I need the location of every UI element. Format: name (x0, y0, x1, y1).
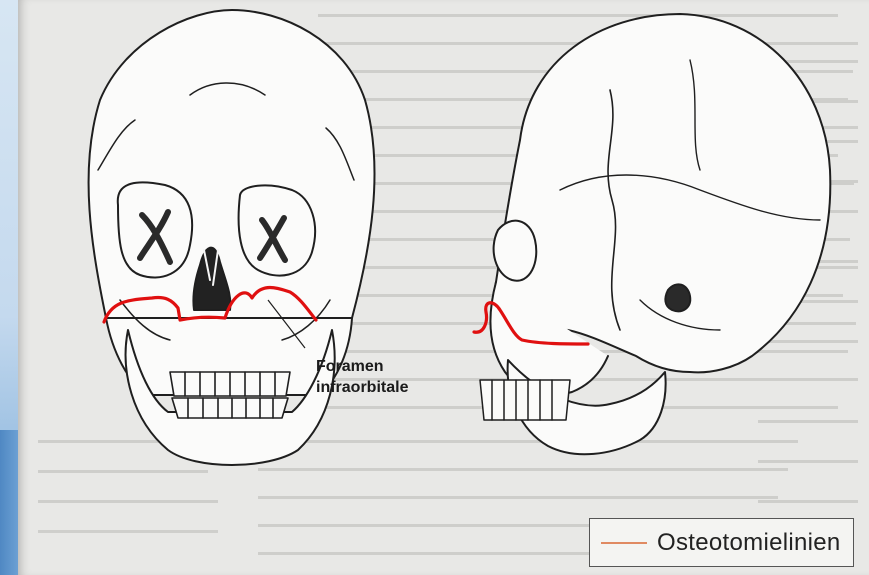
legend-label: Osteotomielinien (657, 529, 841, 557)
legend-box: Osteotomielinien (589, 518, 854, 567)
legend-swatch (601, 542, 647, 544)
foramen-label-line-2: infraorbitale (316, 377, 408, 398)
foramen-label-line-1: Foramen (316, 356, 408, 377)
foramen-label: Foramen infraorbitale (316, 356, 408, 398)
lateral-skull (480, 14, 830, 454)
